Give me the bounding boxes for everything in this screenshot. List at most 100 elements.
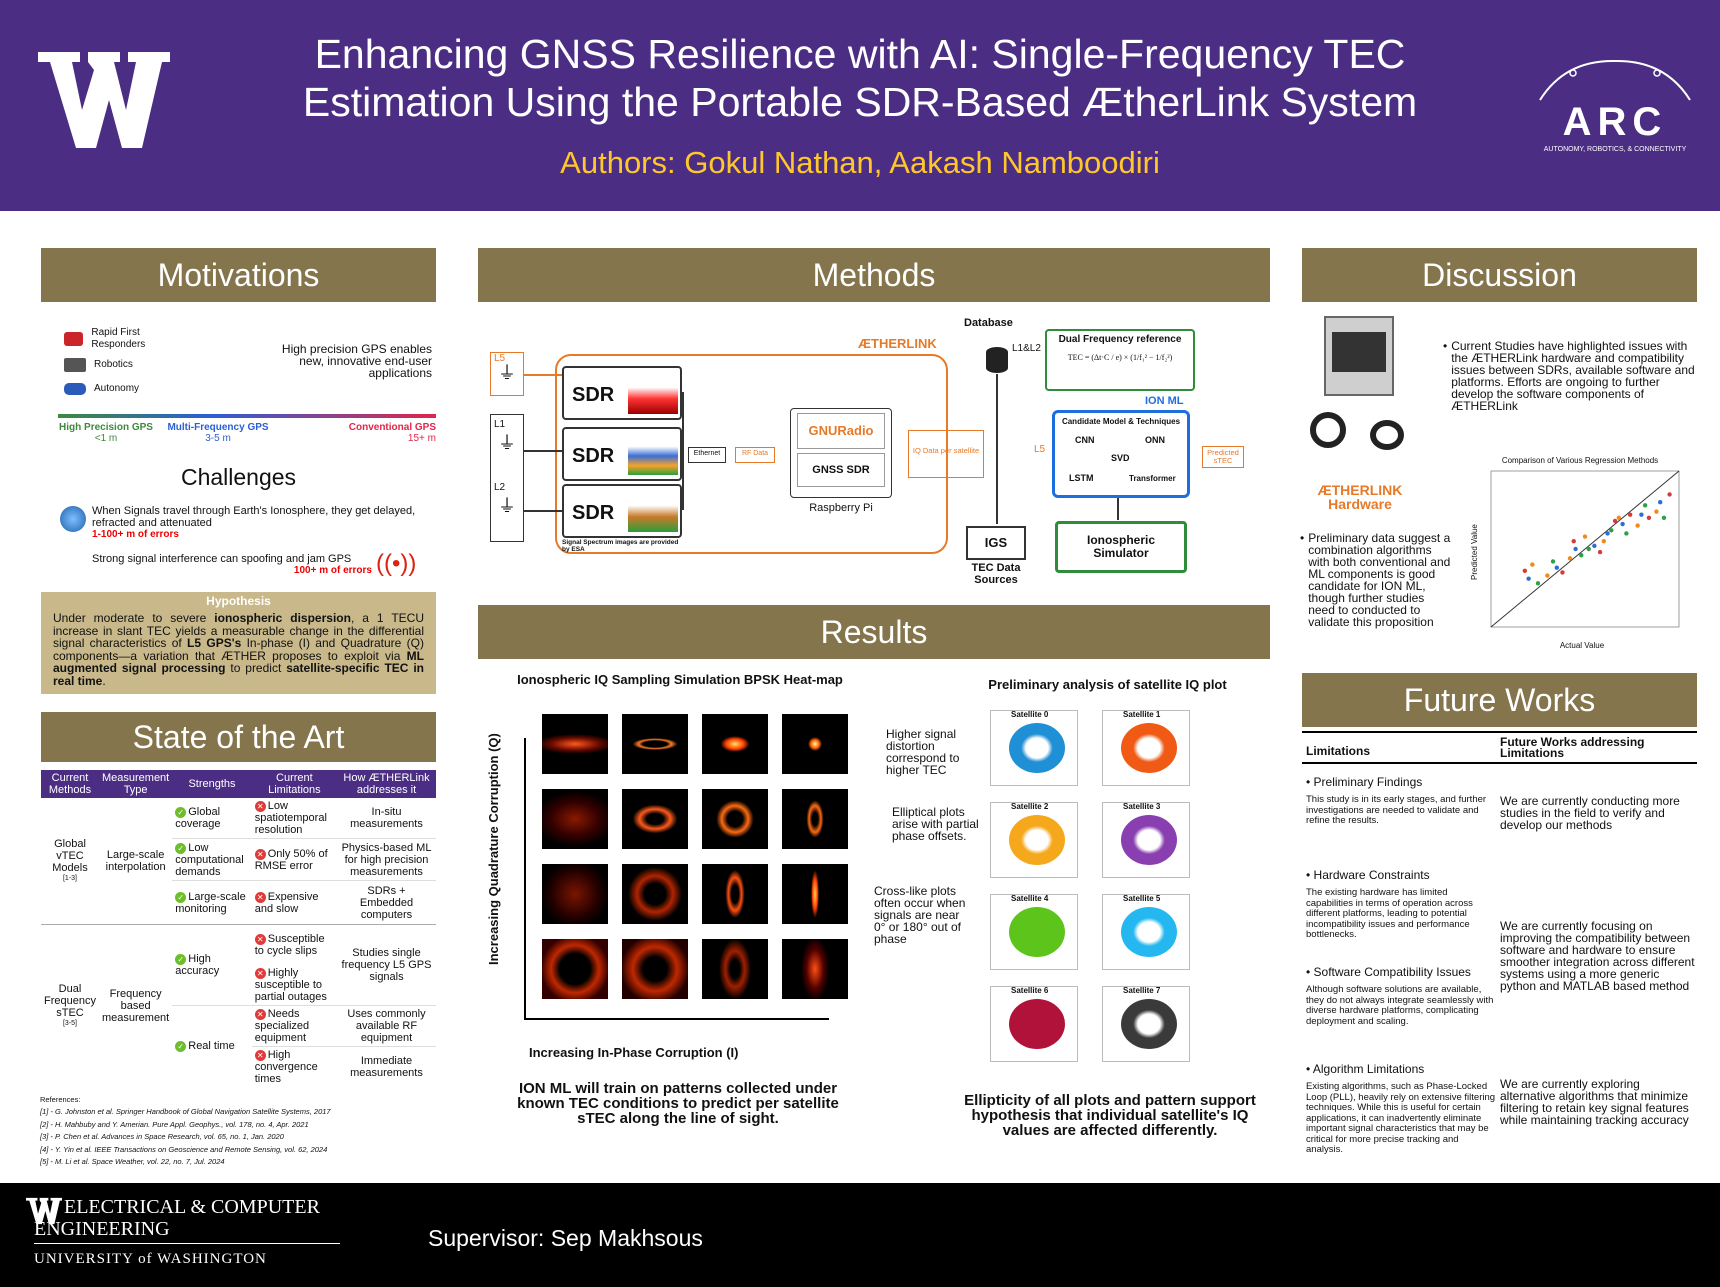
ion-ml-note: ION ML will train on patterns collected … [517, 1080, 839, 1127]
satellite-iq-plot: Satellite 2 [990, 802, 1078, 878]
future-works-header: Future Works addressing Limitations [1500, 735, 1645, 760]
scale-range: <1 m [94, 433, 118, 444]
scatter-point [1567, 556, 1573, 561]
strength-text: High accuracy [175, 952, 220, 977]
table-row: Global vTEC Models[1-3] Large-scale inte… [41, 798, 436, 925]
iq-scatter-ring [1121, 815, 1177, 865]
model-lstm: LSTM [1069, 473, 1094, 483]
hardware-board-icon [1332, 332, 1386, 372]
future-heading: Future Works [1302, 673, 1697, 727]
antenna-icon: ⏚ [498, 496, 516, 516]
check-icon: ✓ [175, 891, 187, 903]
scatter-point [1573, 546, 1578, 552]
scatter-point [1554, 565, 1559, 570]
strength-text: Large-scale monitoring [175, 890, 246, 915]
satellite-iq-plot: Satellite 1 [1102, 710, 1190, 786]
arc-logo-text: ARC [1562, 100, 1668, 144]
scatter-point [1616, 515, 1622, 520]
heatmap-cell [542, 789, 608, 849]
x-axis-arrow [524, 1018, 829, 1020]
use-case-item: Autonomy [64, 377, 184, 401]
limit-text: Expensive and slow [254, 890, 319, 915]
scatter-point [1560, 570, 1565, 575]
model-cnn: CNN [1075, 435, 1095, 445]
arc-tagline: AUTONOMY, ROBOTICS, & CONNECTIVITY [1543, 146, 1687, 153]
footer-dept: ELECTRICAL & COMPUTER ENGINEERING [34, 1196, 320, 1240]
spectrum-note: Signal Spectrum images are provided by E… [562, 539, 679, 553]
header-banner [0, 0, 1720, 211]
connector [1117, 498, 1119, 520]
model-svd: SVD [1111, 453, 1130, 463]
challenge-ionosphere: When Signals travel through Earth's Iono… [92, 505, 422, 541]
scatter-point [1605, 531, 1610, 536]
strength-text: Global coverage [175, 806, 221, 830]
uw-w-logo [38, 52, 170, 148]
limitation-title: • Algorithm Limitations [1306, 1062, 1425, 1076]
scale-high-precision: High Precision GPS<1 m [56, 422, 156, 444]
x-icon: ✕ [254, 967, 266, 979]
future-work-text: We are currently exploring alternative a… [1500, 1077, 1689, 1127]
col-header: Measurement Type [98, 770, 173, 798]
method-name: Global vTEC Models [52, 838, 88, 874]
scatter-point [1661, 515, 1667, 520]
footer-university: UNIVERSITY of WASHINGTON [34, 1251, 267, 1267]
table-row: ✕High convergence times Immediate measur… [41, 1046, 436, 1087]
scatter-point [1597, 549, 1603, 555]
limit-cell: ✕Expensive and slow [251, 880, 337, 925]
aetherlink-frame [555, 354, 948, 554]
x-icon: ✕ [254, 891, 266, 903]
annotation-cross: Cross-like plots often occur when signal… [874, 884, 966, 946]
footer-uw-logo [26, 1197, 62, 1225]
footer [0, 1183, 1720, 1287]
aetherlink-label: ÆTHERLINK [858, 336, 937, 351]
database-icon [986, 347, 1008, 373]
heatmap-cell [782, 789, 848, 849]
scatter-point [1522, 568, 1528, 574]
plot-frame [1490, 470, 1680, 628]
references: References: [1] - G. Johnston et al. Spr… [40, 1093, 440, 1169]
challenge-error: 1-100+ m of errors [92, 529, 179, 540]
iono-simulator-box: Ionospheric Simulator [1055, 521, 1187, 573]
satellite-label: Satellite 6 [1011, 986, 1049, 995]
scale-label: Multi-Frequency GPS [167, 422, 269, 433]
limit-text: Susceptible to cycle slips [254, 932, 325, 957]
scatter-point [1601, 539, 1606, 544]
scatter-point [1639, 512, 1644, 517]
table-row: ✓Real time ✕Needs specialized equipment … [41, 1005, 436, 1052]
scale-range: 3-5 m [205, 433, 231, 444]
dual-freq-label: Dual Frequency reference [1058, 334, 1182, 345]
check-icon: ✓ [175, 807, 187, 818]
reference-item: [1] - G. Johnston et al. Springer Handbo… [40, 1107, 331, 1116]
hypothesis-text: Under moderate to severe ionospheric dis… [41, 608, 436, 691]
table-row: ✕Highly susceptible to partial outages [41, 964, 436, 1006]
type-cell: Frequency based measurement [101, 987, 170, 1024]
annotation-elliptical: Elliptical plots arise with partial phas… [892, 805, 979, 843]
scatter-point [1579, 553, 1584, 558]
challenges-heading: Challenges [180, 464, 297, 490]
dept-line-2: ENGINEERING [34, 1218, 170, 1240]
results-heading: Results [478, 605, 1270, 659]
limitation-desc: Existing algorithms, such as Phase-Locke… [1306, 1081, 1496, 1155]
heatmap-cell [702, 714, 768, 774]
satellite-label: Satellite 4 [1011, 894, 1049, 903]
limitation-desc: Although software solutions are availabl… [1306, 984, 1494, 1027]
heatmap-cell [702, 789, 768, 849]
y-axis-arrow [524, 738, 526, 1020]
address-cell: Immediate measurements [350, 1054, 423, 1079]
references-heading: References: [40, 1095, 81, 1104]
limit-cell: ✕High convergence times [252, 1046, 337, 1087]
satellite-iq-plot: Satellite 7 [1102, 986, 1190, 1062]
scatter-point [1624, 531, 1629, 536]
satellite-label: Satellite 7 [1123, 986, 1161, 995]
satellite-plot-title: Preliminary analysis of satellite IQ plo… [988, 677, 1227, 692]
antenna-coil-icon [1310, 412, 1346, 448]
strength-cell: ✓High accuracy [172, 924, 252, 1006]
satellite-iq-plot: Satellite 0 [990, 710, 1078, 786]
use-cases: Rapid First Responders Robotics Autonomy [64, 327, 184, 401]
scale-range: 15+ m [407, 433, 436, 444]
robot-icon [64, 358, 86, 372]
heatmap-cell [622, 864, 688, 924]
strength-cell: ✓Low computational demands [172, 838, 252, 881]
